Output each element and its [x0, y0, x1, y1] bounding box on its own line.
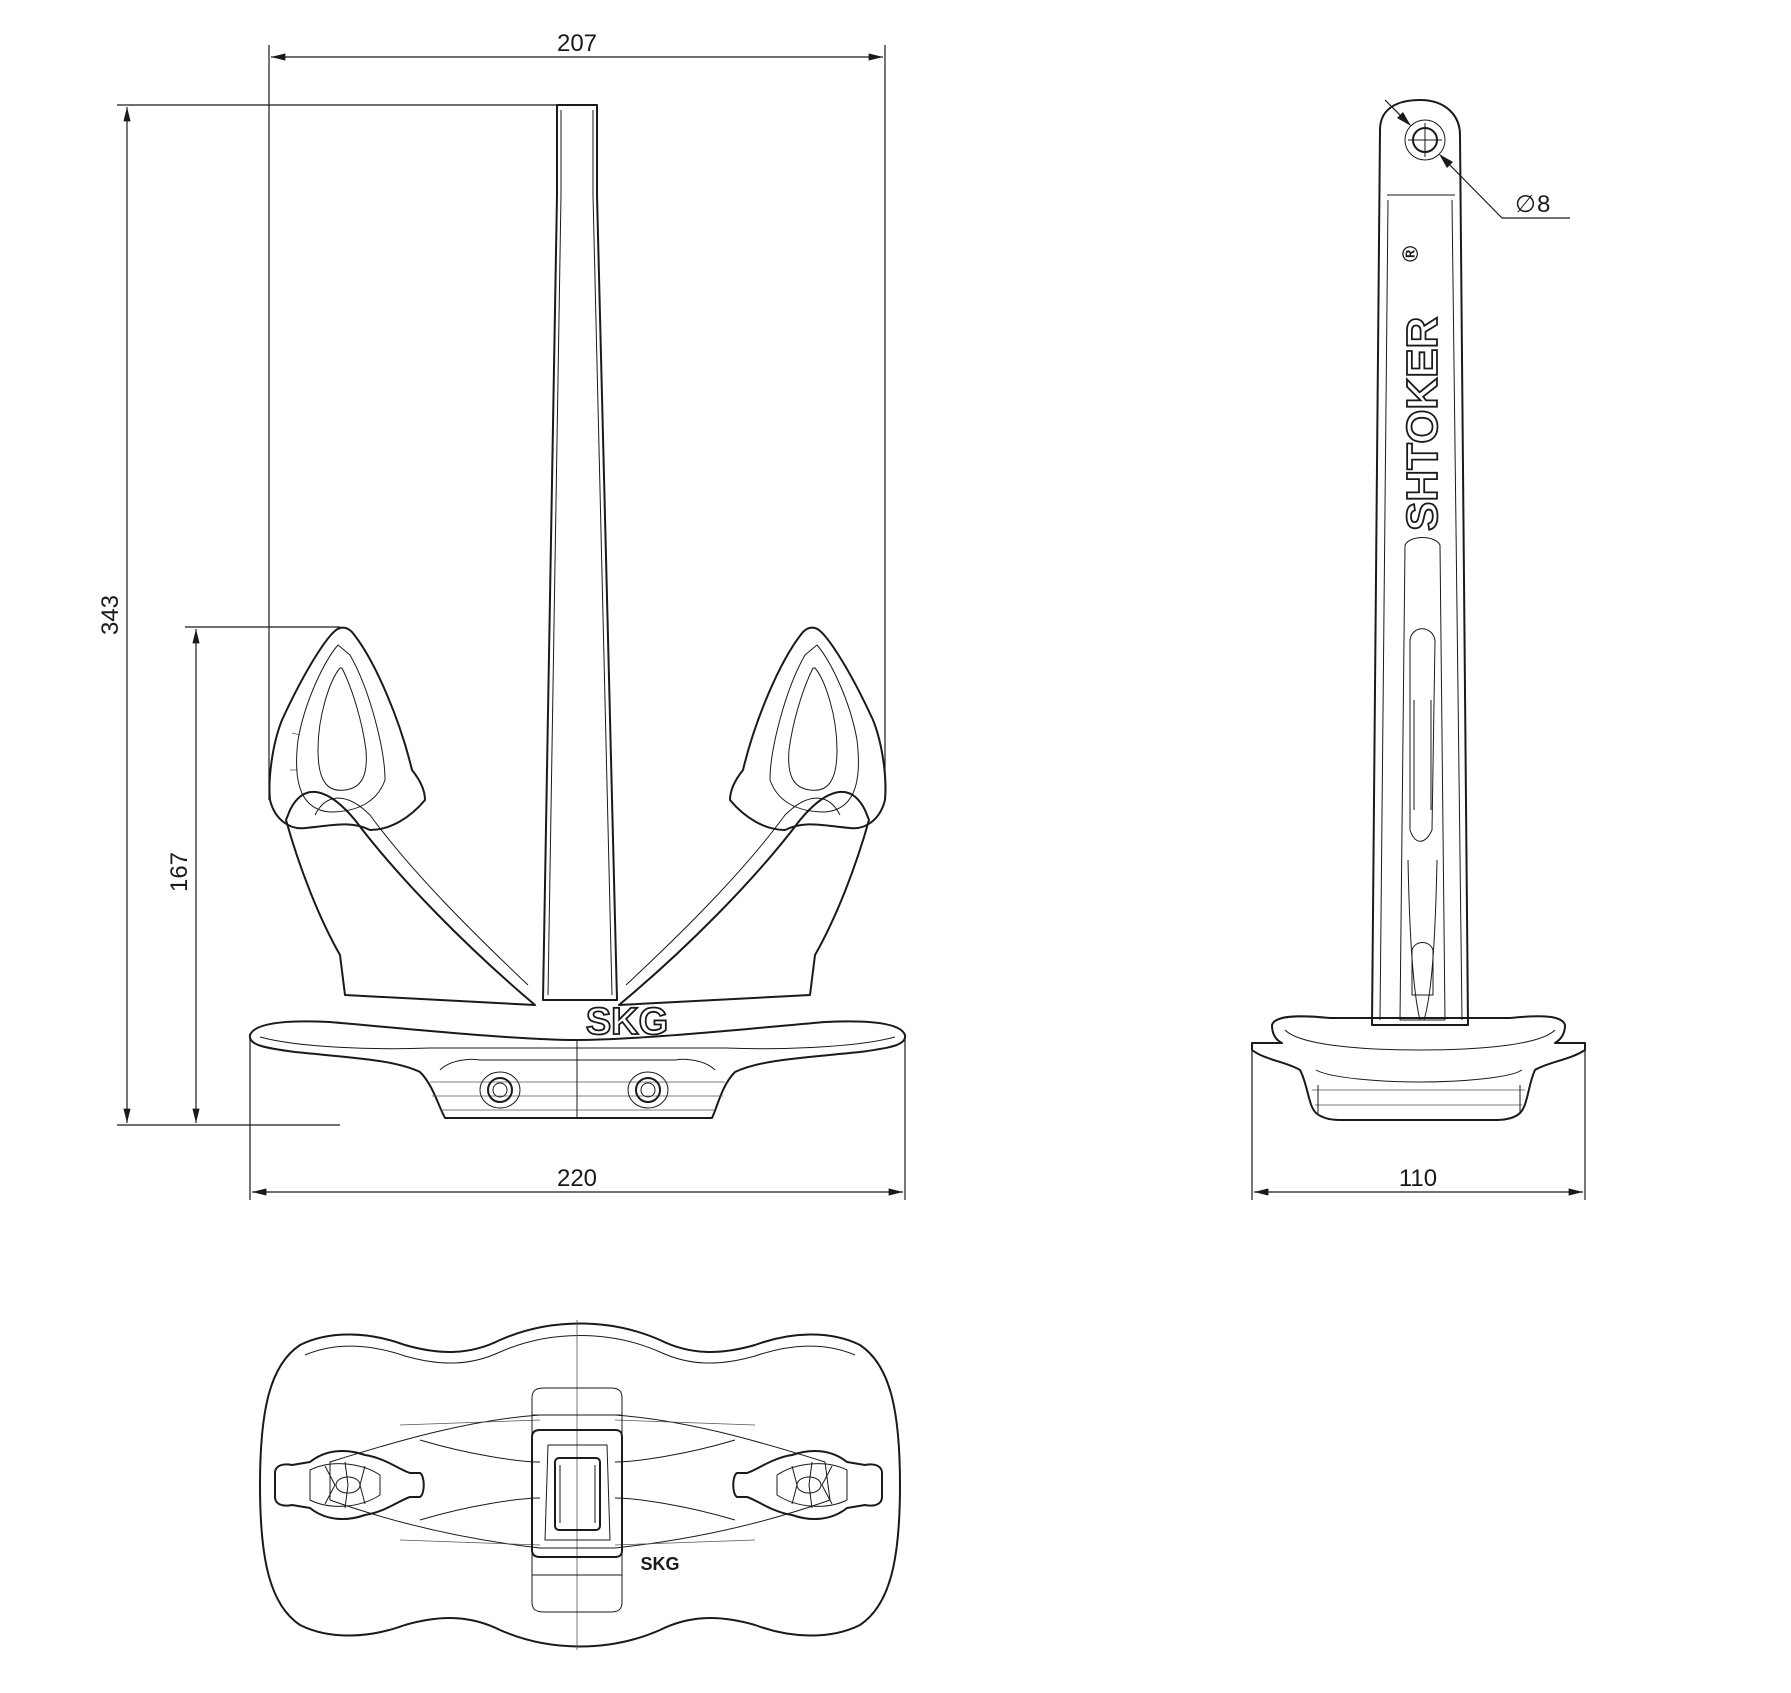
front-shank	[542, 104, 618, 1001]
dim-front-height: 343	[97, 104, 557, 1126]
front-logo: SKG	[586, 1001, 668, 1043]
dim-hole-diameter: ∅ 8	[1384, 99, 1570, 219]
top-left-fluke	[274, 1449, 425, 1521]
side-base	[1251, 1015, 1586, 1121]
dim-front-width: 207	[268, 30, 886, 800]
dim-front-height-label: 343	[97, 595, 124, 635]
dim-hole-diameter-label: 8	[1537, 191, 1550, 218]
front-base	[248, 1020, 907, 1119]
front-left-arm	[285, 790, 536, 1006]
side-view: SHTOKER ® ∅ 8 110	[1251, 99, 1586, 1200]
dim-fluke-height: 167	[166, 626, 340, 1123]
front-right-arm	[618, 790, 870, 1006]
top-arms	[329, 1414, 831, 1549]
front-bolt-left	[479, 1071, 521, 1109]
front-right-fluke	[729, 626, 887, 831]
side-shank	[1371, 99, 1469, 1026]
top-view: SKG	[259, 1320, 901, 1650]
dim-base-width-label: 220	[557, 1165, 597, 1192]
front-bolt-right	[627, 1071, 669, 1109]
top-outline	[259, 1322, 901, 1648]
registered-mark: ®	[1398, 246, 1423, 262]
side-logo: SHTOKER	[1398, 317, 1447, 531]
dim-fluke-height-label: 167	[166, 852, 193, 892]
dim-side-width-label: 110	[1399, 1165, 1437, 1192]
top-logo: SKG	[640, 1554, 679, 1574]
side-hole	[1404, 119, 1446, 161]
dim-side-width: 110	[1251, 1048, 1586, 1200]
dim-base-width: 220	[249, 1038, 906, 1200]
dim-hole-diameter-symbol: ∅	[1515, 191, 1536, 218]
top-shank	[531, 1387, 623, 1613]
dim-front-width-label: 207	[557, 30, 597, 57]
front-left-fluke	[268, 626, 426, 831]
front-view: SKG 207 343 167 220	[97, 30, 907, 1200]
top-right-fluke	[732, 1449, 883, 1521]
